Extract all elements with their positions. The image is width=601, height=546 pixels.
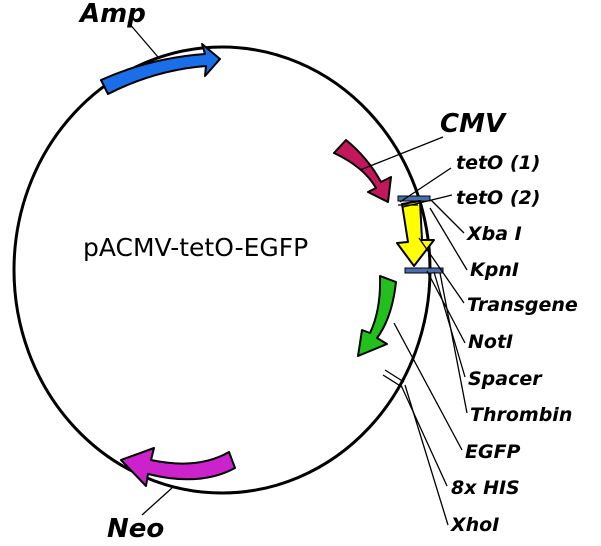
egfp-leader xyxy=(393,322,463,451)
noti-label: NotI xyxy=(468,331,513,353)
amp-arrow xyxy=(100,43,221,95)
teto2-leader xyxy=(402,194,453,208)
kpni-leader xyxy=(429,207,468,271)
xbai-label: Xba I xyxy=(466,223,522,245)
thrombin-label: Thrombin xyxy=(470,404,572,426)
his-label: 8x HIS xyxy=(451,477,520,499)
teto1-leader xyxy=(399,167,452,203)
neo-leader xyxy=(141,487,173,516)
plasmid-name: pACMV-tetO-EGFP xyxy=(83,233,308,262)
spacer-label: Spacer xyxy=(468,368,543,390)
egfp-label: EGFP xyxy=(465,441,521,463)
egfp-arrow xyxy=(357,275,397,357)
cmv-label: CMV xyxy=(440,109,507,139)
cmv-arrow xyxy=(333,139,392,203)
neo-arrow xyxy=(120,447,236,487)
amp-label: Amp xyxy=(78,0,146,29)
teto2-label: tetO (2) xyxy=(456,187,540,209)
neo-label: Neo xyxy=(107,514,164,544)
plasmid-backbone xyxy=(12,45,432,495)
xhoi-site-tick-2 xyxy=(382,374,403,388)
xbai-leader xyxy=(430,199,465,234)
xhoi-leader xyxy=(404,384,449,526)
transgene-label: Transgene xyxy=(467,294,578,316)
transgene-arrow xyxy=(396,200,435,267)
teto1-label: tetO (1) xyxy=(456,152,540,174)
cmv-leader xyxy=(359,136,444,171)
xhoi-label: XhoI xyxy=(450,514,499,536)
transgene-leader xyxy=(418,237,465,304)
kpni-site-marker xyxy=(404,267,444,274)
amp-leader xyxy=(127,21,159,58)
thrombin-leader xyxy=(439,272,468,414)
his-leader xyxy=(399,382,448,487)
kpni-label: KpnI xyxy=(470,259,519,281)
xhoi-site-tick-1 xyxy=(384,369,405,383)
